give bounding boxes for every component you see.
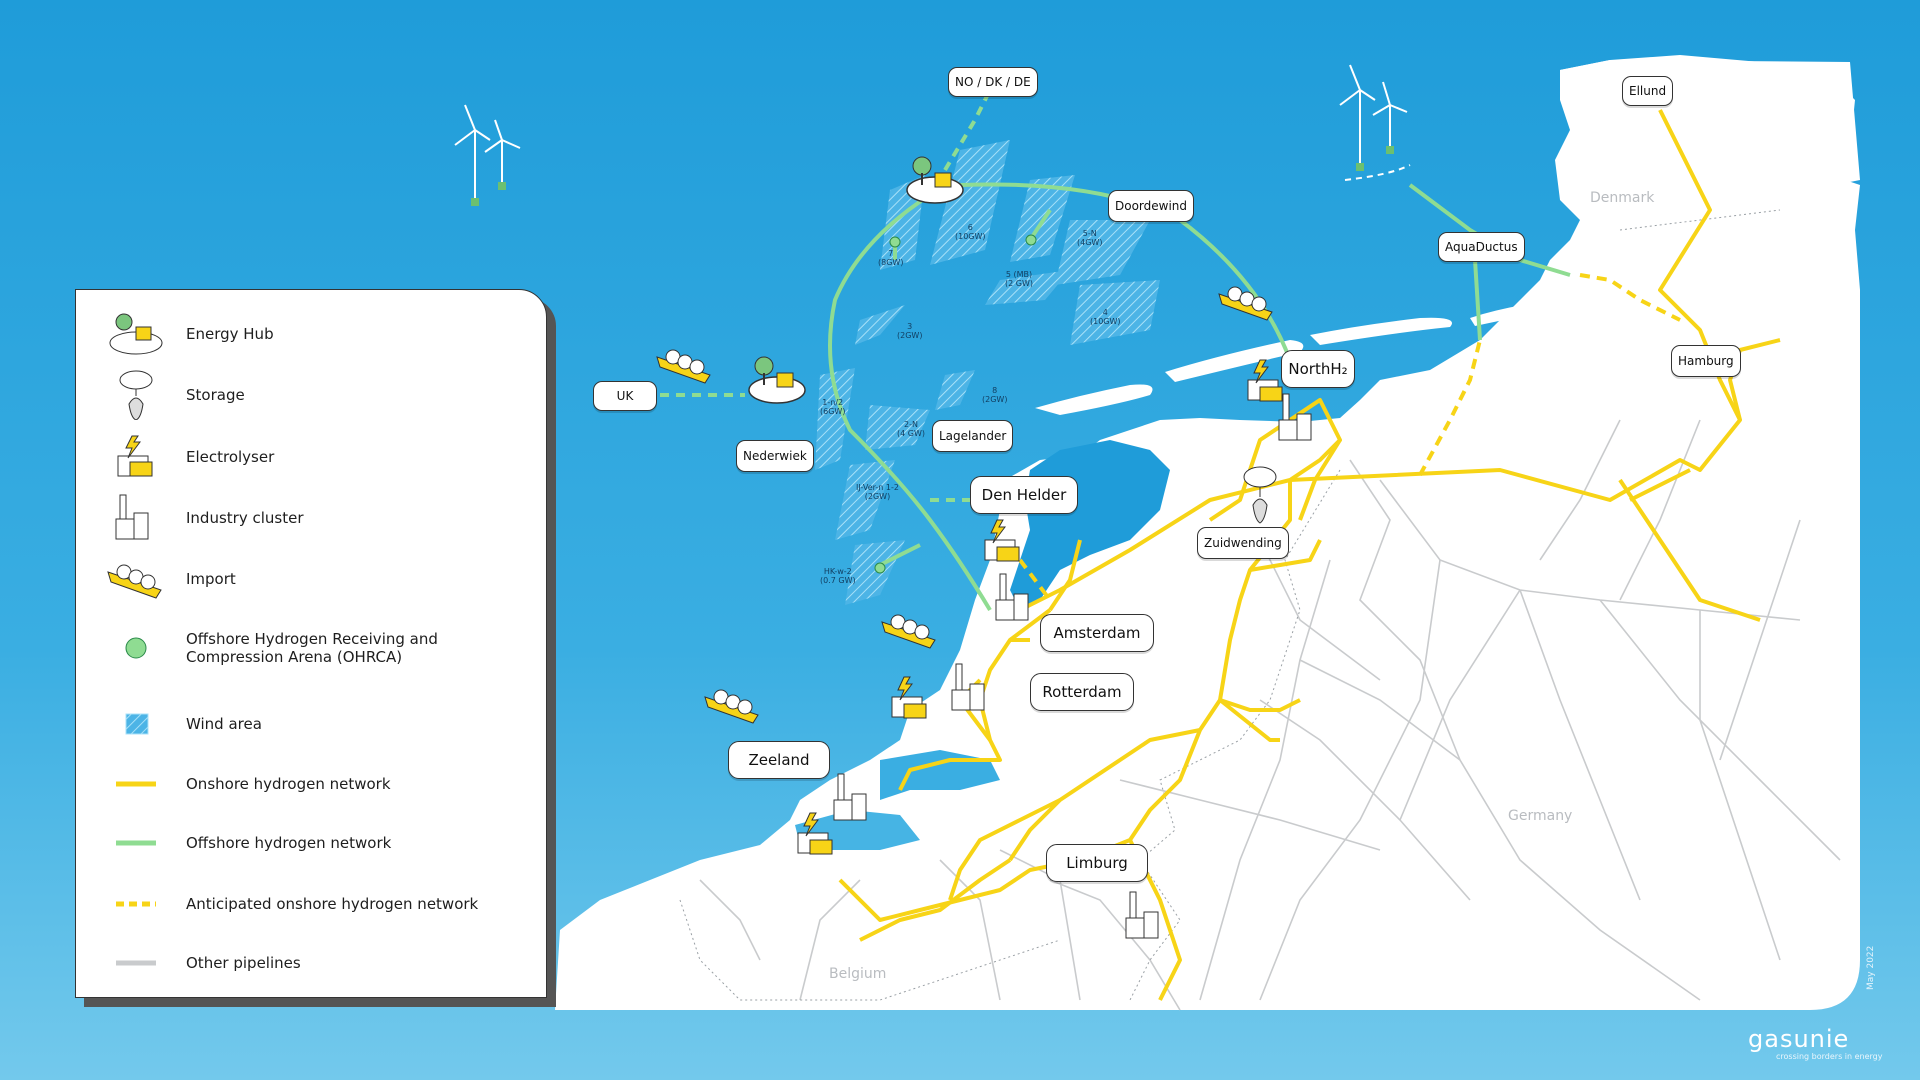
electrolyser-icon (117, 435, 153, 477)
wind-area-label: 5 (MB)(2 GW) (1005, 270, 1033, 288)
wind-turbine-icon (454, 104, 521, 206)
label-aquaductus[interactable]: AquaDuctus (1438, 232, 1525, 262)
electrolyser-icon (984, 519, 1020, 562)
label-zuidwending[interactable]: Zuidwending (1197, 527, 1289, 559)
legend-label: Energy Hub (186, 325, 274, 343)
legend-label: Anticipated onshore hydrogen network (186, 895, 479, 913)
legend-item: Offshore hydrogen network (76, 818, 546, 868)
wind-area-label: 1-n/2(6GW) (820, 398, 846, 416)
label-uk[interactable]: UK (593, 381, 657, 411)
label-hamburg[interactable]: Hamburg (1671, 345, 1741, 377)
label-nederwiek[interactable]: Nederwiek (736, 440, 814, 472)
wind-area-label: 5-N(4GW) (1077, 229, 1103, 247)
legend-label: Electrolyser (186, 448, 275, 466)
wind-area-label: 7(8GW) (878, 249, 904, 267)
wind-area-label: 2-N(4 GW) (897, 420, 925, 438)
label-northh2[interactable]: NorthH₂ (1281, 350, 1355, 388)
industry-cluster-icon (995, 573, 1029, 621)
legend-item: Industry cluster (76, 493, 546, 543)
import-ship-icon (1218, 286, 1273, 321)
legend-item: Anticipated onshore hydrogen network (76, 879, 546, 929)
electrolyser-icon (1247, 359, 1283, 402)
legend-label: Offshore Hydrogen Receiving and Compress… (186, 630, 438, 666)
label-ellund[interactable]: Ellund (1622, 76, 1674, 106)
industry-cluster-icon (115, 494, 149, 540)
legend-label: Wind area (186, 715, 262, 733)
label-no-dk-de[interactable]: NO / DK / DE (948, 67, 1038, 97)
legend-label: Other pipelines (186, 954, 301, 972)
legend-item: Energy Hub (76, 309, 546, 359)
legend-item: Offshore Hydrogen Receiving and Compress… (76, 623, 546, 673)
storage-icon (1243, 466, 1277, 524)
legend-item: Onshore hydrogen network (76, 759, 546, 809)
import-ship-icon (656, 349, 711, 384)
import-ship-icon (881, 614, 936, 649)
label-zeeland[interactable]: Zeeland (728, 741, 830, 779)
label-amsterdam[interactable]: Amsterdam (1040, 614, 1154, 652)
industry-cluster-icon (951, 663, 985, 711)
legend-label: Storage (186, 386, 245, 404)
date-stamp: May 2022 (1866, 945, 1876, 990)
industry-cluster-icon (833, 773, 867, 821)
wind-turbine-icon (1339, 64, 1408, 171)
label-den-helder[interactable]: Den Helder (970, 476, 1078, 514)
storage-icon (119, 370, 153, 420)
legend-item: Import (76, 554, 546, 604)
legend-item: Wind area (76, 699, 546, 749)
label-limburg[interactable]: Limburg (1046, 844, 1148, 882)
onshore-line-icon (116, 781, 156, 787)
country-denmark: Denmark (1590, 190, 1655, 206)
wind-area-label: 3(2GW) (897, 322, 923, 340)
energy-hub-icon (748, 356, 806, 404)
energy-hub-icon (906, 156, 964, 204)
wind-area-label: HK-w-2(0.7 GW) (820, 567, 856, 585)
offshore-line-icon (116, 840, 156, 846)
anticipated-network (1018, 273, 1681, 602)
industry-cluster-icon (1278, 393, 1312, 441)
legend-label: Import (186, 570, 236, 588)
legend-item: Other pipelines (76, 938, 546, 988)
legend-item: Electrolyser (76, 432, 546, 482)
ohrca-points (874, 234, 1037, 574)
label-doordewind[interactable]: Doordewind (1108, 190, 1195, 222)
country-belgium: Belgium (829, 966, 887, 982)
label-lagelander[interactable]: Lagelander (932, 420, 1014, 452)
brand-tagline: crossing borders in energy (1776, 1052, 1883, 1061)
industry-cluster-icon (1125, 891, 1159, 939)
wind-area-label: 4(10GW) (1090, 308, 1121, 326)
energy-hub-icon (109, 313, 163, 355)
gasunie-logo: gasunie (1748, 1025, 1850, 1053)
country-germany: Germany (1508, 808, 1573, 824)
electrolyser-icon (891, 676, 927, 719)
other-pipelines-icon (116, 960, 156, 966)
legend-panel: Energy Hub Storage Electrolyser Industry… (75, 289, 547, 998)
wind-area-label: 8(2GW) (982, 386, 1008, 404)
label-rotterdam[interactable]: Rotterdam (1030, 673, 1134, 711)
legend-item: Storage (76, 370, 546, 420)
import-ship-icon (107, 564, 162, 599)
wind-area-label: 6(10GW) (955, 223, 986, 241)
electrolyser-icon (797, 812, 833, 855)
wind-area-label: IJ-Ver-n 1-2(2GW) (856, 483, 899, 501)
legend-label: Offshore hydrogen network (186, 834, 392, 852)
anticipated-line-icon (116, 901, 156, 907)
ohrca-dot-icon (125, 637, 147, 659)
wind-area-icon (125, 713, 149, 735)
import-ship-icon (704, 689, 759, 724)
legend-label: Onshore hydrogen network (186, 775, 391, 793)
legend-label: Industry cluster (186, 509, 304, 527)
